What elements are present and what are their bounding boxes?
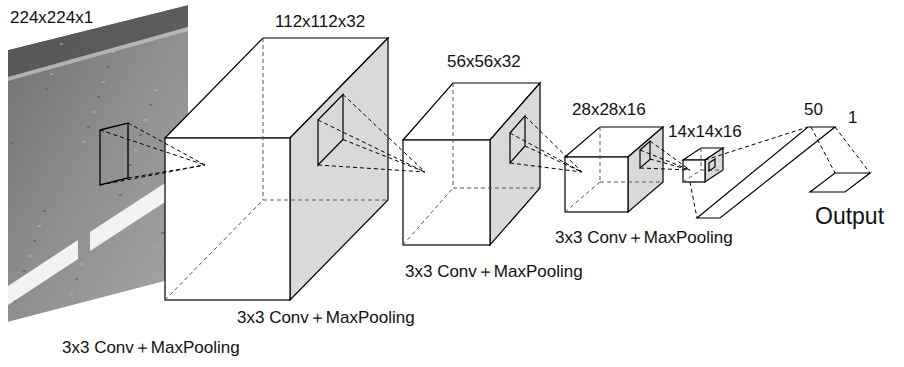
cube-side <box>705 148 723 182</box>
hidden-edge <box>263 200 388 201</box>
dashed-connector <box>640 168 690 170</box>
dashed-connector <box>510 163 582 172</box>
receptive-window <box>100 123 128 185</box>
feature-volume: 56x56x32 <box>403 83 540 245</box>
dashed-connector <box>100 165 205 185</box>
layer-size-label: 28x28x16 <box>572 100 646 120</box>
hidden-edge <box>600 182 663 183</box>
projection-lines <box>510 116 582 172</box>
dashed-connector <box>525 146 582 172</box>
dashed-connector <box>318 165 425 172</box>
hidden-edge <box>263 38 264 200</box>
layer-size-label: 50 <box>804 100 823 120</box>
dense-layer: Output <box>810 173 870 192</box>
layer-size-label: Output <box>815 203 884 229</box>
operation-label: 3x3 Conv＋MaxPooling <box>405 262 583 282</box>
dashed-connector <box>343 95 425 173</box>
layer-size-label: 112x112x32 <box>275 12 365 32</box>
dashed-connector <box>705 127 808 160</box>
input-image: 224x224x1 <box>8 5 188 322</box>
node-outline <box>683 148 723 182</box>
road-photo <box>8 5 189 322</box>
feature-volume: 112x112x32 <box>165 38 388 300</box>
layer-size-label: 224x224x1 <box>10 8 93 28</box>
cube-side <box>290 38 388 300</box>
dashed-connector <box>650 141 690 170</box>
layer-shape <box>697 127 835 218</box>
node-outline <box>810 173 870 192</box>
dashed-connector <box>650 159 690 170</box>
dashed-connector <box>835 127 870 173</box>
projection-lines <box>811 127 870 173</box>
dashed-connector <box>510 133 582 172</box>
receptive-window <box>709 159 715 171</box>
hidden-edge <box>600 127 601 182</box>
projection-lines <box>640 141 690 170</box>
dashed-connector <box>525 116 582 172</box>
operation-label: 3x3 Conv＋MaxPooling <box>237 308 415 328</box>
layer-size-label: 56x56x32 <box>447 52 521 72</box>
cube-front <box>565 157 628 212</box>
hidden-edge <box>453 188 540 189</box>
layer-size-label: 14x14x16 <box>668 122 742 142</box>
dashed-connector <box>640 150 690 170</box>
receptive-window <box>510 116 525 163</box>
projection-lines <box>318 95 425 173</box>
hidden-edge <box>683 170 701 182</box>
cube-front <box>683 160 705 182</box>
cube-front <box>403 140 490 245</box>
projection-lines <box>690 127 808 218</box>
hidden-edge <box>565 182 600 212</box>
dashed-connector <box>811 127 835 173</box>
dashed-connector <box>690 182 697 218</box>
projection-lines <box>100 123 205 185</box>
cube-front <box>165 138 290 300</box>
feature-volume: 28x28x16 <box>565 127 663 212</box>
dashed-connector <box>343 140 425 173</box>
operation-label: 3x3 Conv＋MaxPooling <box>62 338 240 358</box>
cube-side <box>490 83 540 245</box>
node-outline <box>8 5 188 322</box>
hidden-edge <box>701 148 702 170</box>
dashed-connector <box>128 165 205 178</box>
cube-side <box>628 127 663 212</box>
receptive-window <box>318 95 343 166</box>
hidden-edge <box>403 188 453 245</box>
operation-label: 3x3 Conv＋MaxPooling <box>555 228 733 248</box>
layer-shape <box>810 173 870 192</box>
node-outline <box>565 127 663 212</box>
hidden-edge <box>165 200 263 300</box>
dashed-connector <box>128 123 205 165</box>
node-outline <box>403 83 540 245</box>
hidden-edge <box>453 83 454 188</box>
size-label: 1 <box>848 108 857 128</box>
node-outline <box>165 38 388 300</box>
dashed-connector <box>100 130 205 165</box>
feature-volume: 14x14x16 <box>683 148 723 182</box>
receptive-window <box>640 141 650 168</box>
dashed-connector <box>318 120 425 172</box>
